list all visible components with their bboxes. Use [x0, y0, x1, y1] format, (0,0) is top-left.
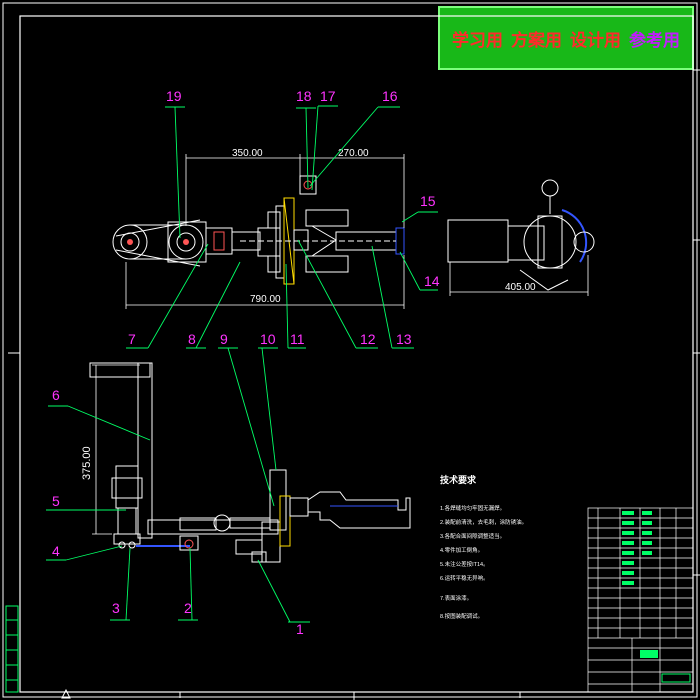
notes-title: 技术要求 [440, 474, 477, 485]
note-line-4: 4.零件加工倒角。 [440, 546, 483, 554]
dim-top-left: 350.00 [232, 148, 263, 159]
note-line-1: 1.各焊缝均匀牢固无漏焊。 [440, 504, 505, 512]
note-line-7: 7.表面涂漆。 [440, 594, 472, 602]
technical-notes: 技术要求 1.各焊缝均匀牢固无漏焊。 2.装配前清洗，去毛刺，涂防锈油。 3.各… [440, 474, 527, 620]
part-label-13: 13 [396, 331, 412, 347]
part-label-14: 14 [424, 273, 440, 289]
part-label-18: 18 [296, 88, 312, 104]
part-label-2: 2 [184, 600, 192, 616]
title-block-fills [622, 511, 691, 683]
banner-item-study: 学习用 [452, 30, 503, 51]
banner-item-design: 设计用 [570, 30, 621, 51]
banner-item-reference: 参考用 [629, 30, 680, 51]
part-label-5: 5 [52, 493, 60, 509]
title-block [587, 507, 694, 693]
front-view [89, 362, 411, 563]
note-line-6: 6.运转平稳无异响。 [440, 574, 489, 582]
usage-banner: 学习用 方案用 设计用 参考用 [438, 6, 694, 70]
part-label-1: 1 [296, 621, 304, 637]
part-label-9: 9 [220, 331, 228, 347]
dim-height: 375.00 [81, 446, 93, 480]
part-label-17: 17 [320, 88, 336, 104]
note-line-2: 2.装配前清洗，去毛刺，涂防锈油。 [440, 518, 527, 526]
part-label-19: 19 [166, 88, 182, 104]
note-line-8: 8.按图装配调试。 [440, 612, 483, 620]
part-label-10: 10 [260, 331, 276, 347]
note-line-5: 5.未注公差按IT14。 [440, 560, 489, 568]
banner-item-scheme: 方案用 [511, 30, 562, 51]
dim-overall: 790.00 [250, 294, 281, 305]
part-label-4: 4 [52, 543, 60, 559]
part-labels: 1 2 3 4 5 6 7 8 9 10 11 12 13 14 15 16 1… [52, 88, 440, 637]
left-margin-strip [5, 605, 19, 693]
part-label-16: 16 [382, 88, 398, 104]
front-view-dimensions [92, 364, 140, 535]
leader-lines [46, 105, 438, 623]
part-label-7: 7 [128, 331, 136, 347]
part-label-6: 6 [52, 387, 60, 403]
part-label-11: 11 [290, 331, 305, 347]
part-label-12: 12 [360, 331, 376, 347]
dim-top-right: 270.00 [338, 148, 369, 159]
part-label-15: 15 [420, 193, 436, 209]
dim-side: 405.00 [505, 282, 536, 293]
part-label-8: 8 [188, 331, 196, 347]
part-label-3: 3 [112, 600, 120, 616]
top-view [112, 175, 595, 291]
note-line-3: 3.各配合面间隙调整适当。 [440, 532, 505, 540]
